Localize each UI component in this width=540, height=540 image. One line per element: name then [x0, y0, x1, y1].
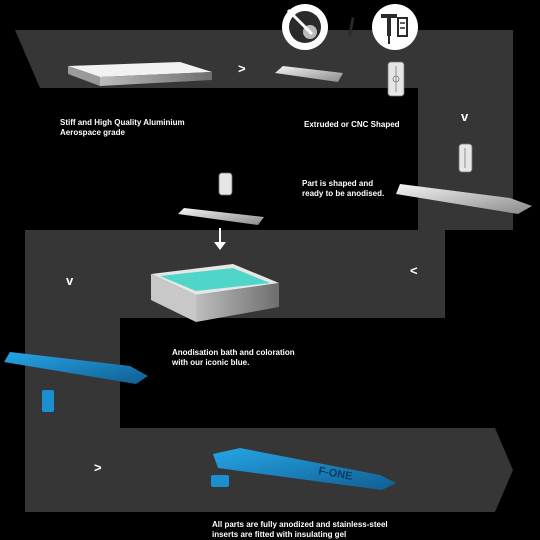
extruded-strip	[275, 66, 343, 82]
caption-material: Stiff and High Quality Aluminium Aerospa…	[60, 118, 185, 138]
insert-plate-icon	[458, 143, 473, 173]
brand-logo: F-ONE	[317, 465, 353, 483]
caption-anodising-line2: with our iconic blue.	[172, 358, 250, 367]
caption-material-line2: Aerospace grade	[60, 128, 125, 137]
arrow-down-2: v	[66, 273, 74, 288]
arrow-down-1: v	[461, 109, 469, 124]
caption-material-line1: Stiff and High Quality Aluminium	[60, 118, 185, 127]
cnc-mill-icon	[372, 4, 418, 50]
insert-plate-icon	[387, 61, 405, 97]
caption-shaping: Extruded or CNC Shaped	[304, 120, 400, 130]
shaped-strip	[178, 208, 264, 225]
caption-finished-line1: All parts are fully anodized and stainle…	[212, 520, 388, 529]
finished-part: F-ONE	[213, 448, 396, 490]
arrow-left-1: <	[410, 263, 418, 278]
extrusion-die-icon	[282, 4, 328, 50]
caption-finished: All parts are fully anodized and stainle…	[212, 520, 388, 540]
aluminium-block	[68, 62, 212, 86]
track-gap-top	[0, 88, 418, 228]
caption-shaping-line1: Extruded or CNC Shaped	[304, 120, 400, 129]
shaped-plank	[396, 184, 532, 214]
insert-plate-icon	[218, 172, 233, 196]
caption-anodising: Anodisation bath and coloration with our…	[172, 348, 295, 368]
caption-shaped-line1: Part is shaped and	[302, 179, 374, 188]
caption-anodising-line1: Anodisation bath and coloration	[172, 348, 295, 357]
caption-shaped-line2: ready to be anodised.	[302, 189, 385, 198]
caption-finished-line2: inserts are fitted with insulating gel	[212, 530, 347, 539]
icon-divider: /	[348, 14, 355, 41]
caption-shaped: Part is shaped and ready to be anodised.	[302, 179, 384, 199]
arrow-right-1: >	[238, 61, 246, 76]
anodised-strip	[4, 352, 148, 384]
process-track	[15, 30, 513, 512]
down-arrow-icon	[214, 228, 226, 250]
blue-insert-plate-icon	[42, 390, 54, 412]
arrow-right-2: >	[94, 460, 102, 475]
anodising-bath	[151, 264, 279, 322]
blue-insert-plate-icon	[211, 475, 229, 487]
